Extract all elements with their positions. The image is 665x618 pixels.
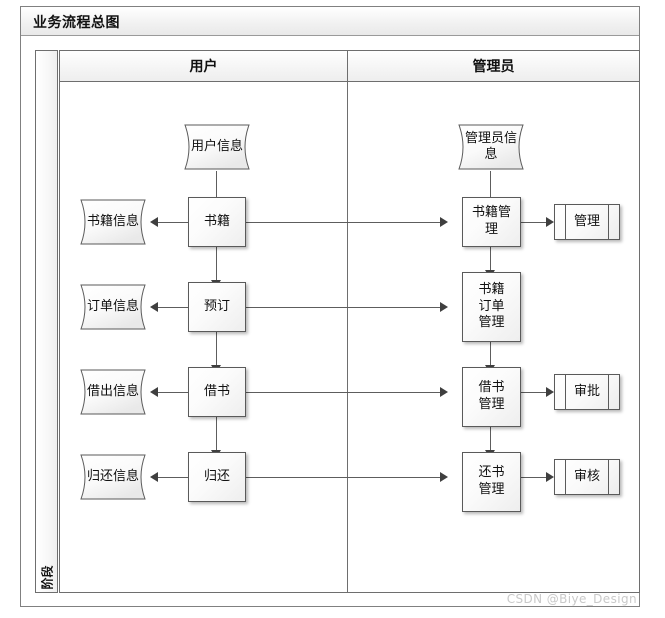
arrowhead-book-bookinfo bbox=[150, 217, 158, 227]
connector-borrow-lendinfo bbox=[157, 392, 188, 393]
diagram-title-bar: 业务流程总图 bbox=[21, 7, 639, 36]
node-audit-label: 审核 bbox=[573, 468, 600, 484]
node-order-info-label: 订单信息 bbox=[86, 298, 139, 314]
connector-ordermanage-borrowmanage bbox=[490, 342, 491, 367]
node-lend-info-label: 借出信息 bbox=[86, 383, 139, 399]
node-manage-label: 管理 bbox=[573, 213, 600, 229]
arrowhead-returnmanage-audit bbox=[546, 472, 554, 482]
node-audit[interactable]: 审核 bbox=[554, 459, 620, 495]
node-book-manage-label: 书籍管理 bbox=[471, 205, 511, 237]
connector-book-reserve bbox=[216, 247, 217, 282]
node-borrow-label: 借书 bbox=[203, 383, 230, 399]
node-reserve-label: 预订 bbox=[203, 298, 230, 314]
connector-reserve-borrow bbox=[216, 332, 217, 367]
arrowhead-reserve-ordermanage bbox=[440, 302, 448, 312]
connector-bookmanage-manage bbox=[521, 222, 548, 223]
node-book[interactable]: 书籍 bbox=[188, 197, 246, 247]
node-return-info[interactable]: 归还信息 bbox=[69, 453, 157, 501]
node-giveback[interactable]: 归还 bbox=[188, 452, 246, 502]
node-return-info-label: 归还信息 bbox=[86, 468, 139, 484]
arrowhead-bookmanage-manage bbox=[546, 217, 554, 227]
lane-header-user: 用户 bbox=[59, 50, 348, 82]
phase-column: 阶段 bbox=[35, 50, 58, 593]
arrowhead-borrowmanage-approve bbox=[546, 387, 554, 397]
node-approve[interactable]: 审批 bbox=[554, 374, 620, 410]
node-borrow-manage[interactable]: 借书管理 bbox=[462, 367, 521, 427]
connector-book-bookinfo bbox=[157, 222, 188, 223]
connector-book-bookmanage bbox=[246, 222, 442, 223]
page-title: 业务流程总图 bbox=[33, 15, 120, 31]
node-return-manage[interactable]: 还书管理 bbox=[462, 452, 521, 512]
node-admin-info[interactable]: 管理员信息 bbox=[447, 123, 535, 171]
connector-returnmanage-audit bbox=[521, 477, 548, 478]
node-return-manage-label: 还书管理 bbox=[478, 465, 505, 497]
node-approve-label: 审批 bbox=[573, 383, 600, 399]
node-admin-info-label: 管理员信息 bbox=[464, 130, 517, 162]
arrowhead-giveback-returnmanage bbox=[440, 472, 448, 482]
node-borrow[interactable]: 借书 bbox=[188, 367, 246, 417]
node-book-info-label: 书籍信息 bbox=[86, 213, 139, 229]
node-order-manage-label: 书籍订单管理 bbox=[478, 282, 505, 331]
connector-admininfo-bookmanage bbox=[490, 171, 491, 213]
connector-borrow-giveback bbox=[216, 417, 217, 452]
node-book-info[interactable]: 书籍信息 bbox=[69, 198, 157, 246]
node-giveback-label: 归还 bbox=[203, 468, 230, 484]
arrowhead-book-bookmanage bbox=[440, 217, 448, 227]
connector-borrowmanage-approve bbox=[521, 392, 548, 393]
node-user-info-label: 用户信息 bbox=[190, 138, 243, 154]
connector-giveback-returnmanage bbox=[246, 477, 442, 478]
arrowhead-borrow-borrowmanage bbox=[440, 387, 448, 397]
arrowhead-reserve-orderinfo bbox=[150, 302, 158, 312]
connector-reserve-ordermanage bbox=[246, 307, 442, 308]
node-book-label: 书籍 bbox=[203, 213, 230, 229]
watermark: CSDN @Biye_Design bbox=[506, 592, 637, 606]
connector-giveback-returninfo bbox=[157, 477, 188, 478]
node-order-manage[interactable]: 书籍订单管理 bbox=[462, 272, 521, 342]
connector-borrow-borrowmanage bbox=[246, 392, 442, 393]
node-reserve[interactable]: 预订 bbox=[188, 282, 246, 332]
swimlane-area: 阶段 用户 管理员 bbox=[35, 36, 641, 607]
phase-label: 阶段 bbox=[40, 565, 55, 590]
node-manage[interactable]: 管理 bbox=[554, 204, 620, 240]
node-lend-info[interactable]: 借出信息 bbox=[69, 368, 157, 416]
diagram-frame: 业务流程总图 阶段 用户 管理员 bbox=[20, 6, 640, 607]
connector-reserve-orderinfo bbox=[157, 307, 188, 308]
arrowhead-giveback-returninfo bbox=[150, 472, 158, 482]
lane-header-admin: 管理员 bbox=[347, 50, 640, 82]
connector-userinfo-book bbox=[216, 171, 217, 213]
node-order-info[interactable]: 订单信息 bbox=[69, 283, 157, 331]
node-user-info[interactable]: 用户信息 bbox=[173, 123, 261, 171]
node-book-manage[interactable]: 书籍管理 bbox=[462, 197, 521, 247]
arrowhead-borrow-lendinfo bbox=[150, 387, 158, 397]
node-borrow-manage-label: 借书管理 bbox=[478, 380, 505, 412]
connector-bookmanage-ordermanage bbox=[490, 247, 491, 272]
connector-borrowmanage-returnmanage bbox=[490, 427, 491, 452]
